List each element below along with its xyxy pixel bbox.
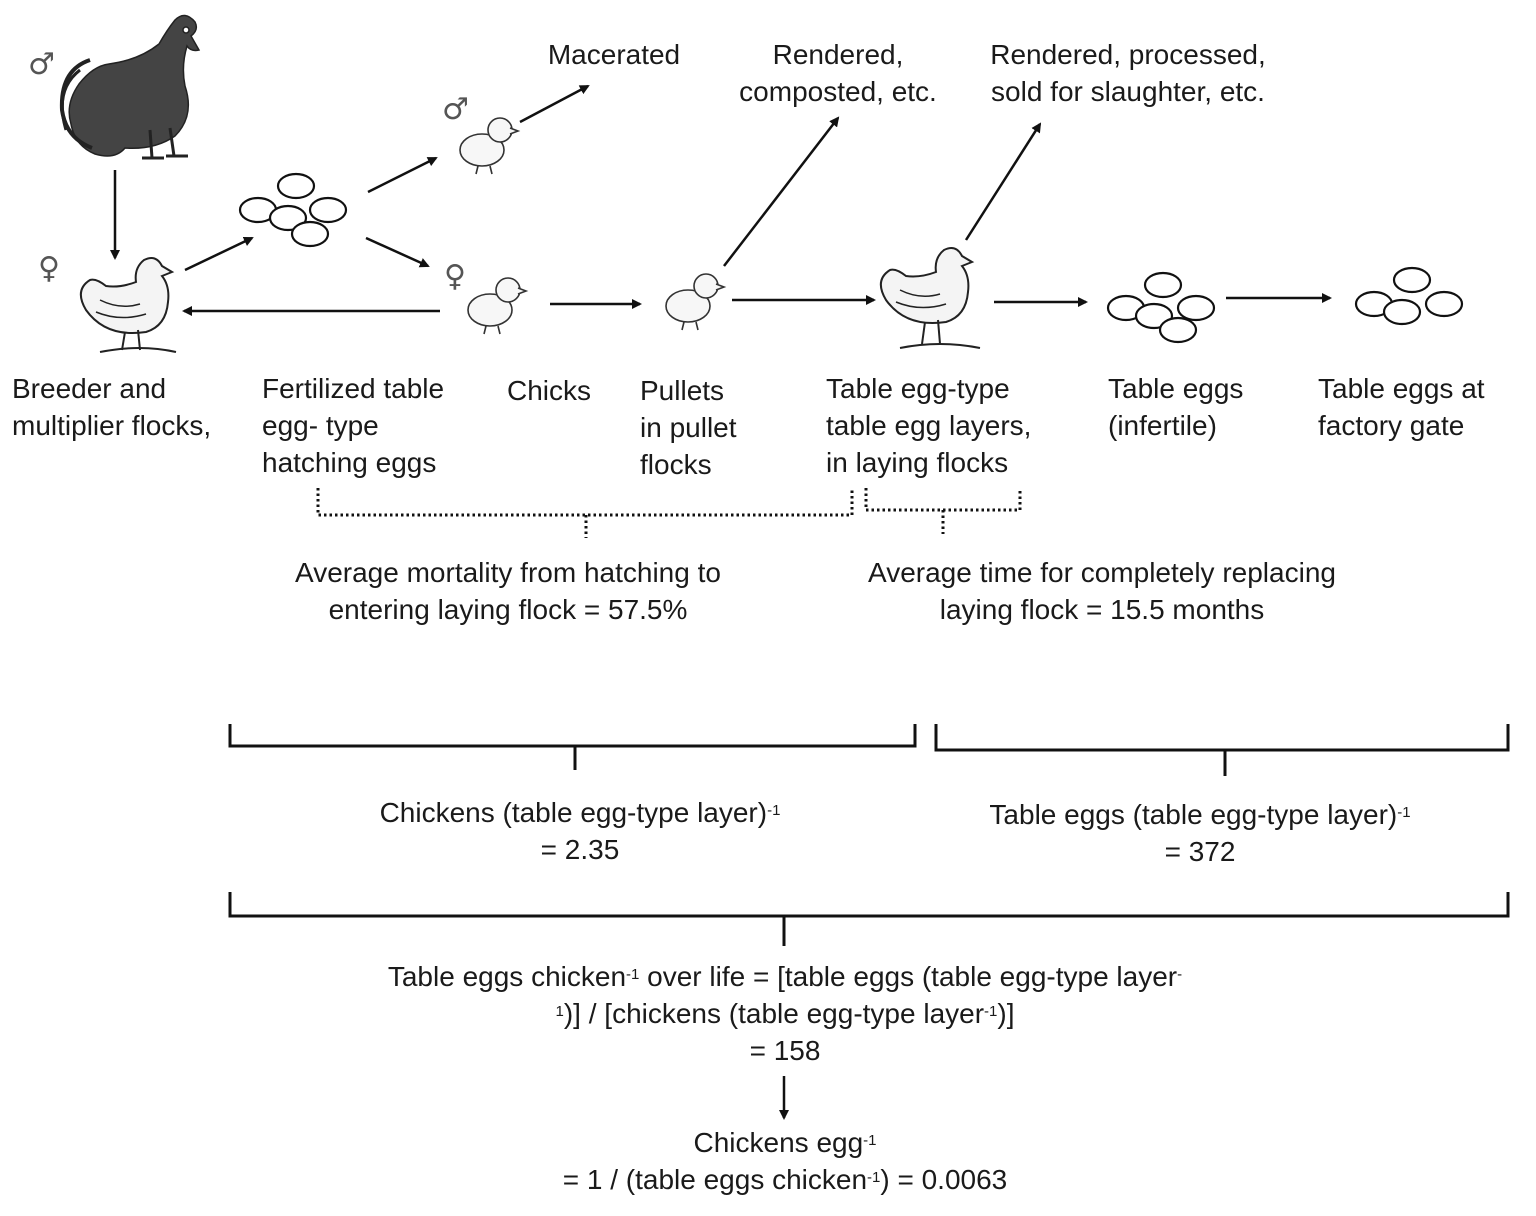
label-chicks: Chicks bbox=[507, 372, 591, 409]
equation-line: = 1 / (table eggs chicken-1) = 0.0063 bbox=[440, 1161, 1130, 1198]
label-line: Rendered, bbox=[772, 39, 904, 70]
male-chick-icon bbox=[459, 117, 521, 175]
equation-line: Table eggs chicken-1 over life = [table … bbox=[300, 958, 1270, 995]
superscript: -1 bbox=[626, 966, 640, 983]
equation-text: )] / [chickens (table egg-type layer bbox=[563, 998, 985, 1029]
equation-text: = 1 / (table eggs chicken bbox=[562, 1164, 868, 1195]
label-line: Table eggs bbox=[1108, 373, 1244, 404]
label-line: laying flock = 15.5 months bbox=[939, 594, 1265, 625]
label-line: (infertile) bbox=[1108, 410, 1217, 441]
label-line: Table eggs at bbox=[1318, 373, 1485, 404]
label-line: in pullet bbox=[640, 412, 737, 443]
superscript: -1 bbox=[767, 802, 781, 819]
label-rendered-composted: Rendered, composted, etc. bbox=[724, 36, 952, 110]
label-line: multiplier flocks, bbox=[12, 410, 212, 441]
label-line: Rendered, processed, bbox=[990, 39, 1266, 70]
arrow-eggs-to-female-chick bbox=[365, 236, 430, 268]
superscript: - bbox=[1177, 966, 1183, 983]
label-mortality: Average mortality from hatching to enter… bbox=[258, 554, 758, 628]
rooster-icon bbox=[59, 14, 201, 160]
superscript: 1 bbox=[555, 1003, 564, 1020]
label-replacement-time: Average time for completely replacing la… bbox=[832, 554, 1372, 628]
equation-text: Table eggs (table egg-type layer) bbox=[989, 799, 1398, 830]
label-line: flocks bbox=[640, 449, 712, 480]
label-fertilized-eggs: Fertilized table egg- type hatching eggs bbox=[262, 370, 444, 481]
female-chick-icon bbox=[467, 277, 529, 335]
pullet-icon bbox=[665, 273, 727, 331]
arrow-eggs-to-male-chick bbox=[367, 156, 438, 194]
label-line: table egg layers, bbox=[826, 410, 1032, 441]
equation-text: ) = 0.0063 bbox=[880, 1164, 1008, 1195]
female-symbol-chick: ♀ bbox=[444, 259, 466, 294]
label-rendered-processed: Rendered, processed, sold for slaughter,… bbox=[970, 36, 1286, 110]
label-table-eggs: Table eggs (infertile) bbox=[1108, 370, 1243, 444]
label-layers: Table egg-type table egg layers, in layi… bbox=[826, 370, 1031, 481]
label-line: Breeder and bbox=[12, 373, 167, 404]
label-line: in laying flocks bbox=[826, 447, 1009, 478]
equation-value: = 158 bbox=[749, 1035, 821, 1066]
label-line: egg- type bbox=[262, 410, 379, 441]
label-line: Macerated bbox=[547, 39, 681, 70]
equation-value: = 2.35 bbox=[540, 834, 620, 865]
arrow-male-chick-to-macerated bbox=[519, 84, 590, 124]
label-breeder-flocks: Breeder and multiplier flocks, bbox=[12, 370, 211, 444]
equation-value: = 372 bbox=[1164, 836, 1236, 867]
arrow-hen-to-eggs bbox=[184, 236, 254, 272]
equation-line: Chickens (table egg-type layer)-1 bbox=[330, 794, 830, 831]
label-line: Chicks bbox=[507, 375, 592, 406]
label-line: Table egg-type bbox=[826, 373, 1010, 404]
equation-chickens-per-layer: Chickens (table egg-type layer)-1 = 2.35 bbox=[330, 794, 830, 868]
label-line: Fertilized table bbox=[262, 373, 445, 404]
equation-text: Chickens (table egg-type layer) bbox=[379, 797, 768, 828]
dotted-bracket-mortality bbox=[316, 488, 854, 538]
equation-eggs-per-layer: Table eggs (table egg-type layer)-1 = 37… bbox=[940, 796, 1460, 870]
equation-eggs-per-chicken: Table eggs chicken-1 over life = [table … bbox=[300, 958, 1270, 1069]
bracket-eggs-per-chicken bbox=[228, 892, 1510, 946]
bracket-chickens-per-layer bbox=[228, 724, 917, 770]
superscript: -1 bbox=[984, 1003, 998, 1020]
label-line: sold for slaughter, etc. bbox=[991, 76, 1265, 107]
label-factory-eggs: Table eggs at factory gate bbox=[1318, 370, 1485, 444]
equation-chickens-per-egg: Chickens egg-1 = 1 / (table eggs chicken… bbox=[440, 1124, 1130, 1198]
equation-text: Chickens egg bbox=[693, 1127, 864, 1158]
label-macerated: Macerated bbox=[532, 36, 696, 73]
label-line: entering laying flock = 57.5% bbox=[328, 594, 688, 625]
dotted-bracket-replacement bbox=[864, 488, 1022, 534]
table-eggs-icon bbox=[1106, 271, 1216, 344]
equation-text: over life = [table eggs (table egg-type … bbox=[639, 961, 1178, 992]
bracket-eggs-per-layer bbox=[934, 724, 1510, 776]
arrow-pullet-to-rendered bbox=[723, 116, 840, 267]
superscript: -1 bbox=[863, 1132, 877, 1149]
label-pullets: Pullets in pullet flocks bbox=[640, 372, 737, 483]
breeder-hen-icon bbox=[79, 257, 177, 353]
label-line: hatching eggs bbox=[262, 447, 437, 478]
equation-line: 1)] / [chickens (table egg-type layer-1)… bbox=[300, 995, 1270, 1032]
male-symbol-rooster: ♂ bbox=[28, 47, 55, 82]
label-line: Pullets bbox=[640, 375, 725, 406]
arrow-layer-to-rendered bbox=[964, 122, 1042, 241]
equation-line: Chickens egg-1 bbox=[440, 1124, 1130, 1161]
layer-hen-icon bbox=[879, 247, 981, 349]
equation-text: Table eggs chicken bbox=[387, 961, 627, 992]
label-line: Average time for completely replacing bbox=[868, 557, 1336, 588]
female-symbol-hen: ♀ bbox=[38, 251, 60, 286]
factory-eggs-icon bbox=[1354, 266, 1464, 326]
superscript: -1 bbox=[867, 1169, 881, 1186]
male-symbol-chick: ♂ bbox=[442, 92, 469, 127]
label-line: factory gate bbox=[1318, 410, 1465, 441]
equation-line: Table eggs (table egg-type layer)-1 bbox=[940, 796, 1460, 833]
label-line: composted, etc. bbox=[739, 76, 937, 107]
superscript: -1 bbox=[1397, 804, 1411, 821]
equation-text: )] bbox=[997, 998, 1015, 1029]
hatching-eggs-icon bbox=[238, 172, 348, 248]
label-line: Average mortality from hatching to bbox=[295, 557, 721, 588]
